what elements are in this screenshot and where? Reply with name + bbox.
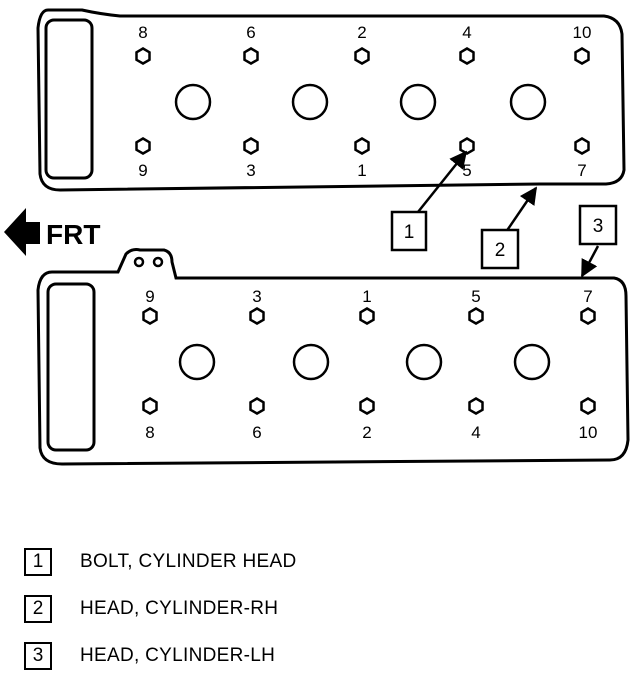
bolt-hex-icon [354,137,370,155]
bolt-hex-icon [359,307,375,325]
callout-2-number: 2 [495,240,506,261]
callout-3: 3 [578,204,618,278]
combustion-chamber [399,83,437,121]
torque-sequence-number: 7 [577,161,586,180]
callout-2: 2 [480,186,538,270]
legend-label: BOLT, CYLINDER HEAD [80,551,297,572]
bolt-hex-icon [142,307,158,325]
callout-3-number: 3 [593,216,604,237]
torque-sequence-number: 6 [252,423,261,442]
callout-2-box [480,228,520,270]
combustion-chamber [513,343,551,381]
front-arrow-icon [4,208,40,256]
bolt-hex-icon [468,307,484,325]
torque-sequence-number: 8 [138,23,147,42]
torque-sequence-number: 8 [145,423,154,442]
combustion-chamber [174,83,212,121]
bolt-hex-icon [243,47,259,65]
lh-head-outline [36,248,630,466]
rh-head-bolts [135,47,590,155]
torque-sequence-number: 1 [362,287,371,306]
callout-1-number: 1 [404,222,415,243]
rh-head-combustion-chambers [174,83,547,121]
legend-label: HEAD, CYLINDER-RH [80,598,279,619]
callout-3-box [578,204,618,246]
bolt-hex-icon [249,307,265,325]
combustion-chamber [178,343,216,381]
callout-1: 1 [390,150,468,252]
torque-sequence-number: 2 [362,423,371,442]
legend-item: 2 HEAD, CYLINDER-RH [24,593,297,625]
torque-sequence-number: 9 [138,161,147,180]
combustion-chamber [509,83,547,121]
bolt-hex-icon [468,397,484,415]
torque-sequence-number: 6 [246,23,255,42]
bolt-hex-icon [354,47,370,65]
bolt-hex-icon [574,137,590,155]
torque-sequence-number: 4 [471,423,480,442]
lh-lifting-ear-hole [152,256,164,268]
rh-head-end-pad [44,18,94,180]
torque-sequence-number: 9 [145,287,154,306]
torque-sequence-number: 5 [471,287,480,306]
combustion-chamber [292,343,330,381]
lh-lifting-ear-hole [133,256,145,268]
combustion-chamber [405,343,443,381]
bolt-hex-icon [574,47,590,65]
rh-head-outline [36,8,626,192]
torque-sequence-number: 10 [573,23,592,42]
bolt-hex-icon [580,397,596,415]
bolt-hex-icon [459,47,475,65]
bolt-hex-icon [243,137,259,155]
bolt-hex-icon [142,397,158,415]
front-label: FRT [46,219,100,250]
torque-sequence-number: 7 [583,287,592,306]
bolt-hex-icon [249,397,265,415]
combustion-chamber [291,83,329,121]
bolt-hex-icon [580,307,596,325]
torque-sequence-number: 3 [246,161,255,180]
legend-item: 1 BOLT, CYLINDER HEAD [24,546,297,578]
torque-sequence-number: 5 [462,161,471,180]
torque-sequence-number: 3 [252,287,261,306]
bolt-hex-icon [135,47,151,65]
callout-2-leader [504,186,538,233]
torque-sequence-number: 2 [357,23,366,42]
bolt-hex-icon [359,397,375,415]
lh-head-bolts [142,307,596,415]
torque-sequence-number: 10 [579,423,598,442]
lh-head-combustion-chambers [178,343,551,381]
legend-label: HEAD, CYLINDER-LH [80,645,276,666]
lh-head-end-pad [46,282,96,452]
cylinder-head-rh: 8 6 2 4 10 9 3 1 5 7 [36,8,626,192]
torque-sequence-number: 4 [462,23,471,42]
legend: 1 BOLT, CYLINDER HEAD 2 HEAD, CYLINDER-R… [24,546,297,687]
bolt-hex-icon [459,137,475,155]
torque-sequence-number: 1 [357,161,366,180]
legend-number-box: 3 [24,642,52,670]
callout-3-leader [580,245,600,278]
legend-item: 3 HEAD, CYLINDER-LH [24,640,297,672]
bolt-hex-icon [135,137,151,155]
callout-1-box [390,210,428,252]
front-indicator: FRT [4,208,100,256]
legend-number-box: 1 [24,548,52,576]
callout-1-leader [417,150,468,213]
legend-number-box: 2 [24,595,52,623]
cylinder-head-lh: 9 3 1 5 7 8 6 2 4 10 [36,248,630,466]
